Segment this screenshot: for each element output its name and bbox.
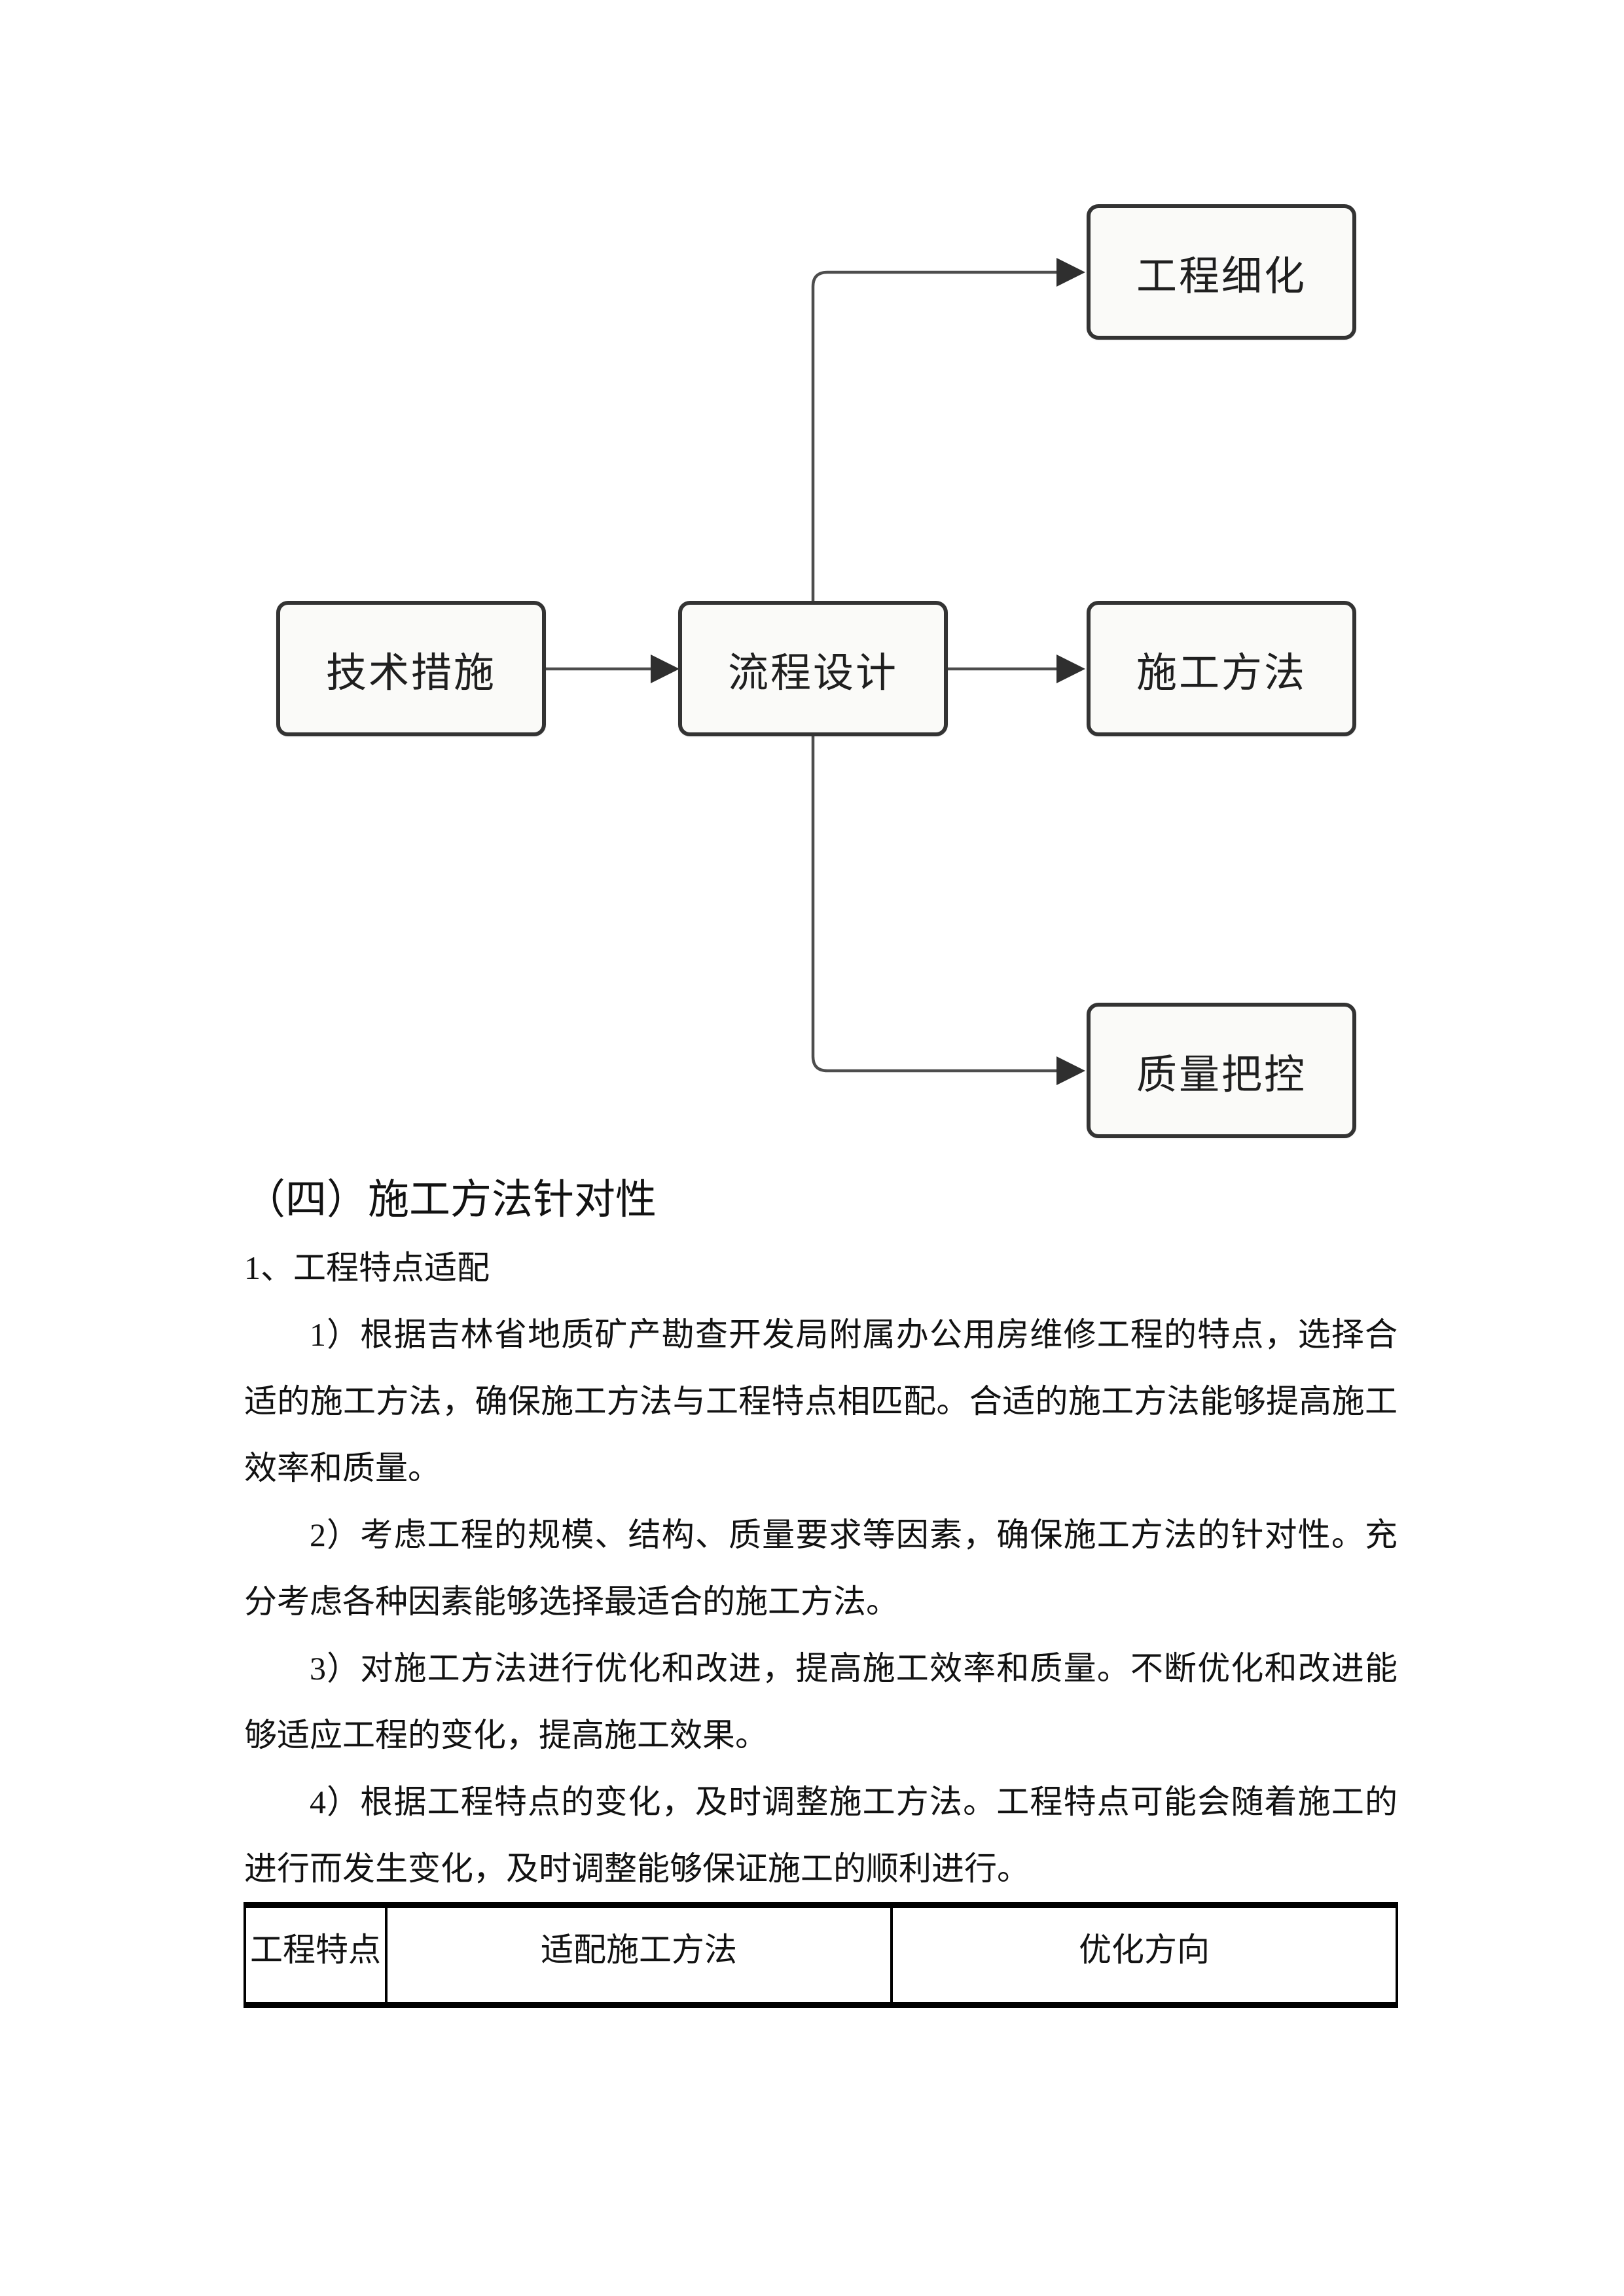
node-engineering-refinement: 工程细化 — [1087, 204, 1356, 340]
node-label: 工程细化 — [1136, 254, 1307, 299]
subsection-heading: 1、工程特点适配 — [244, 1249, 490, 1286]
paragraph-3: 3）对施工方法进行优化和改进，提高施工效率和质量。不断优化和改进能够适应工程的变… — [244, 1650, 1398, 1753]
node-label: 技术措施 — [325, 651, 496, 696]
table-header-optimization: 优化方向 — [890, 1905, 1398, 2005]
connector-process-to-quality — [811, 736, 1059, 1073]
connector-process-to-refinement — [811, 270, 1059, 601]
node-quality-control: 质量把控 — [1087, 1003, 1356, 1138]
document-body: （四）施工方法针对性 1、工程特点适配 1）根据吉林省地质矿产勘查开发局附属办公… — [244, 1165, 1398, 1902]
node-label: 流程设计 — [727, 651, 898, 696]
arrowhead-icon — [1056, 655, 1085, 683]
paragraph-1: 1）根据吉林省地质矿产勘查开发局附属办公用房维修工程的特点，选择合适的施工方法，… — [244, 1316, 1398, 1486]
paragraph-4: 4）根据工程特点的变化，及时调整施工方法。工程特点可能会随着施工的进行而发生变化… — [244, 1784, 1398, 1887]
table-header-feature: 工程特点 — [244, 1905, 388, 2005]
table-header-method: 适配施工方法 — [385, 1905, 893, 2005]
node-process-design: 流程设计 — [678, 601, 948, 736]
node-label: 施工方法 — [1136, 651, 1307, 696]
arrowhead-icon — [651, 655, 679, 683]
table-header-row: 工程特点 适配施工方法 优化方向 — [244, 1905, 1398, 2005]
paragraph-2: 2）考虑工程的规模、结构、质量要求等因素，确保施工方法的针对性。充分考虑各种因素… — [244, 1516, 1398, 1620]
arrowhead-icon — [1056, 258, 1085, 287]
flowchart: 技术措施 流程设计 工程细化 施工方法 质量把控 — [276, 204, 1356, 1138]
node-label: 质量把控 — [1136, 1052, 1307, 1098]
arrowhead-icon — [1056, 1056, 1085, 1085]
flowchart-connectors — [546, 258, 1085, 1085]
node-technical-measures: 技术措施 — [276, 601, 546, 736]
node-construction-method: 施工方法 — [1087, 601, 1356, 736]
section-heading: （四）施工方法针对性 — [244, 1177, 657, 1223]
feature-table: 工程特点 适配施工方法 优化方向 — [244, 1902, 1398, 2008]
